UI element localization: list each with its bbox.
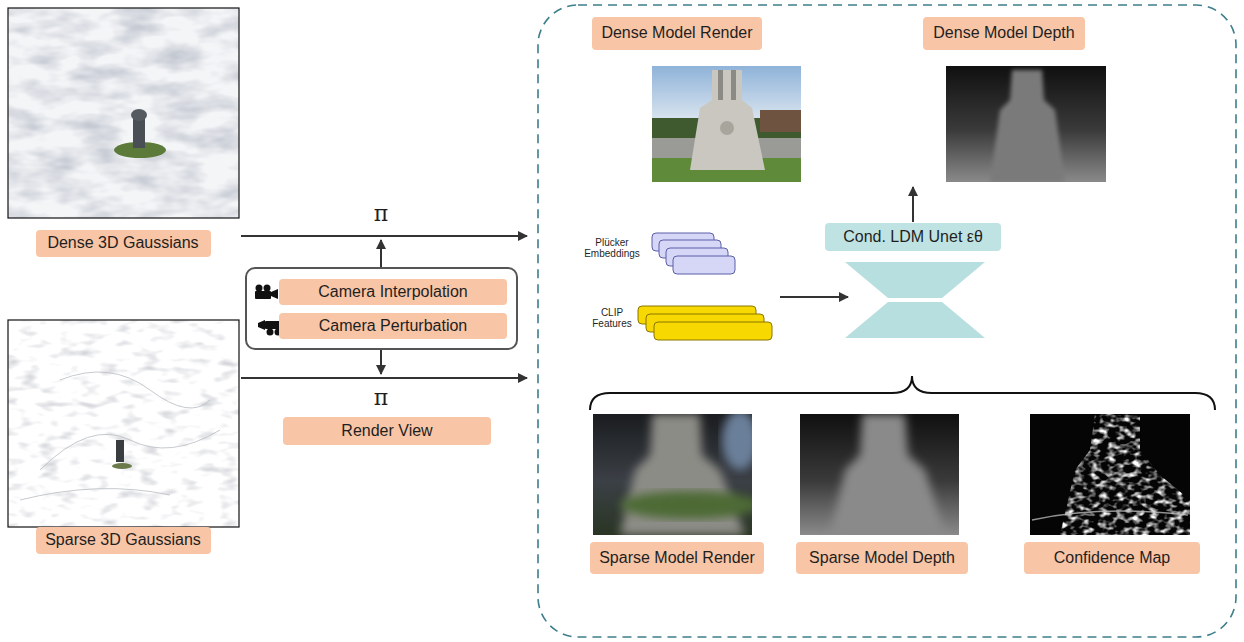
- confidence-image: [1030, 414, 1190, 535]
- box-text: Sparse Model Depth: [809, 549, 955, 567]
- label-box: Sparse 3D Gaussians: [36, 527, 211, 554]
- projection-symbol: π: [374, 385, 388, 410]
- label-box: Sparse Model Render: [590, 542, 764, 574]
- camera-arrow: [380, 349, 382, 374]
- plucker-embeddings-stack: [652, 233, 735, 274]
- image-frame: [8, 320, 239, 527]
- camera-op-box: Camera Interpolation: [279, 279, 507, 305]
- condition-arrow: [780, 296, 848, 298]
- model-region: [538, 5, 1236, 637]
- label-box: Confidence Map: [1024, 542, 1200, 574]
- box-text: Dense 3D Gaussians: [47, 234, 198, 252]
- box-text: Camera Interpolation: [318, 283, 467, 301]
- box-text: Sparse 3D Gaussians: [45, 531, 201, 549]
- box-text: Render View: [341, 422, 432, 440]
- box-text: Confidence Map: [1054, 549, 1171, 567]
- sparse-depth-image: [800, 414, 959, 535]
- feature-label: Plücker Embeddings: [581, 237, 643, 260]
- camera-icon: [255, 285, 278, 300]
- label-box: Dense Model Depth: [923, 17, 1085, 50]
- dense-render-image: [652, 66, 801, 182]
- camera-group-box: [246, 268, 517, 349]
- unet-box: Cond. LDM Unet εθ: [825, 223, 1001, 251]
- render-arrow: [241, 377, 527, 379]
- dense-gaussians-image: [8, 8, 239, 218]
- label-box: Dense 3D Gaussians: [36, 230, 211, 257]
- sparse-render-image: [593, 414, 752, 535]
- box-text: Dense Model Render: [601, 24, 752, 42]
- dense-depth-image: [946, 66, 1106, 182]
- camera-icon: [258, 320, 282, 336]
- box-text: Sparse Model Render: [599, 549, 755, 567]
- unet-shape: [845, 262, 985, 338]
- sparse-gaussians-image: [8, 320, 239, 527]
- brace: [590, 376, 1215, 410]
- camera-arrow: [380, 240, 382, 268]
- camera-op-box: Camera Perturbation: [279, 313, 507, 339]
- clip-features-stack: [638, 306, 772, 340]
- projection-symbol: π: [374, 201, 388, 226]
- image-frame: [8, 8, 239, 218]
- box-text: Cond. LDM Unet εθ: [843, 228, 983, 246]
- box-text: Camera Perturbation: [319, 317, 468, 335]
- render-arrow: [241, 235, 527, 237]
- feature-label: CLIP Features: [586, 307, 638, 330]
- label-box: Render View: [283, 417, 491, 445]
- label-box: Dense Model Render: [592, 17, 762, 50]
- box-text: Dense Model Depth: [933, 24, 1074, 42]
- output-arrow: [912, 187, 914, 222]
- label-box: Sparse Model Depth: [796, 542, 968, 574]
